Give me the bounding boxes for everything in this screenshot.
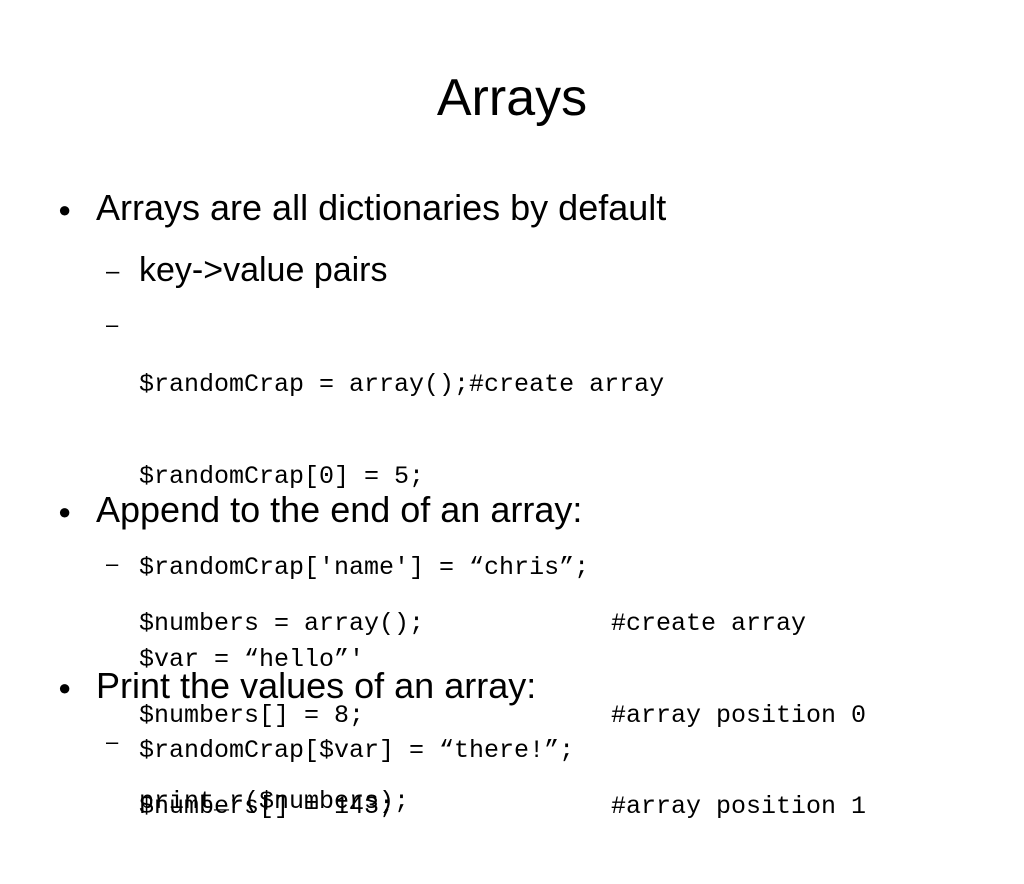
- bullet-icon: ●: [58, 675, 72, 700]
- dash-icon: –: [106, 729, 119, 754]
- code-line: $randomCrap[$var] = “there!”;: [139, 736, 575, 765]
- code-statement: $numbers = array();: [139, 609, 425, 638]
- code-line: $numbers = array(); #create array: [139, 609, 866, 640]
- code-line: $var = “hello”': [139, 644, 365, 674]
- bullet-icon: ●: [58, 197, 72, 222]
- code-statement: $numbers[] = 8;: [139, 700, 365, 730]
- bullet-text: Append to the end of an array:: [96, 489, 583, 530]
- code-comment: #array position 1: [611, 792, 867, 821]
- bullet-icon: ●: [58, 499, 72, 524]
- code-comment: #array position 0: [611, 700, 867, 730]
- bullet-text: Arrays are all dictionaries by default: [96, 187, 667, 228]
- dash-icon: –: [106, 312, 119, 337]
- sub-bullet-text: key->value pairs: [139, 251, 388, 289]
- code-line: $randomCrap = array();#create array: [139, 370, 665, 399]
- code-block: print_r($numbers);: [139, 726, 409, 879]
- dash-icon: –: [106, 258, 120, 285]
- slide-title: Arrays: [436, 69, 588, 127]
- dash-icon: –: [106, 551, 119, 576]
- code-line: $numbers[] = 8; #array position 0: [139, 701, 866, 732]
- code-block: $randomCrap = array();#create array $ran…: [139, 309, 664, 828]
- code-line: print_r($numbers);: [139, 787, 410, 816]
- slide: Arrays ● Arrays are all dictionaries by …: [58, 69, 866, 821]
- code-line: $randomCrap[0] = 5;: [139, 461, 425, 491]
- code-line: $randomCrap['name'] = “chris”;: [139, 553, 590, 582]
- code-comment: #create array: [611, 609, 807, 638]
- bullet-text: Print the values of an array:: [96, 665, 537, 706]
